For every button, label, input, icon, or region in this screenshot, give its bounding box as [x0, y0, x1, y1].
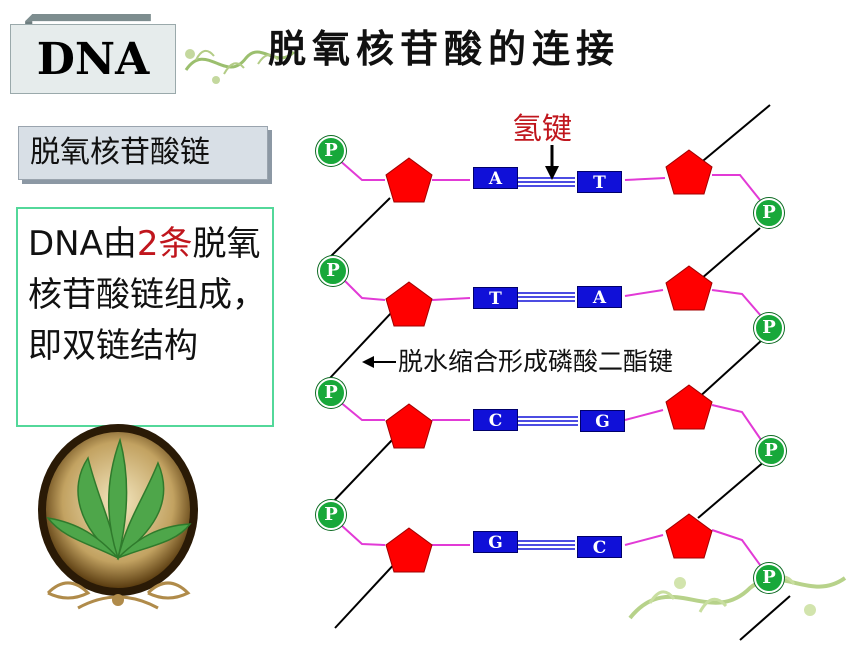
phosphate-circle: P: [754, 563, 784, 593]
sugar-pentagon-icon: [385, 281, 433, 327]
left-backbone-line: [324, 197, 391, 263]
phosphate-circle: P: [756, 436, 786, 466]
base-left: T: [473, 287, 518, 309]
description-highlight: 2条: [136, 224, 193, 264]
phosphodiester-arrow-icon: [362, 356, 396, 368]
backbone-lines: [324, 104, 791, 641]
phosphate-circle: P: [754, 313, 784, 343]
phosphate-circle: P: [316, 136, 346, 166]
left-backbone-line: [334, 559, 399, 629]
phosphate-circle: P: [316, 378, 346, 408]
base-right: C: [577, 536, 622, 558]
sugar-group: [385, 149, 713, 573]
sugar-pentagon-icon: [385, 403, 433, 449]
hydrogen-bonds: [518, 177, 578, 550]
right-backbone-line: [693, 227, 761, 286]
subtitle-face: [18, 126, 268, 180]
base-right: A: [577, 286, 622, 308]
left-backbone-line: [329, 311, 393, 379]
sugar-pentagon-icon: [665, 384, 713, 430]
base-left: G: [473, 531, 518, 553]
base-left: A: [473, 167, 518, 189]
page-title: 脱氧核苷酸的连接: [268, 26, 621, 71]
base-right: T: [577, 171, 622, 193]
description-box: DNA由2条脱氧核苷酸链组成，即双链结构: [16, 207, 274, 427]
sugar-pentagon-icon: [385, 527, 433, 573]
description-part1: DNA由: [28, 224, 137, 264]
right-backbone-line: [739, 595, 791, 641]
tag-bevel: [25, 14, 151, 24]
base-left: C: [473, 409, 518, 431]
sugar-pentagon-icon: [665, 149, 713, 195]
tag-label: DNA: [36, 33, 150, 85]
phosphate-circle: P: [754, 198, 784, 228]
magenta-bonds: [327, 151, 769, 577]
phosphodiester-bond-label: 脱水缩合形成磷酸二酯键: [398, 347, 674, 376]
phosphate-circle: P: [316, 500, 346, 530]
left-backbone-line: [329, 437, 395, 506]
description-text: DNA由2条脱氧核苷酸链组成，即双链结构: [28, 219, 268, 372]
right-backbone-line: [695, 339, 763, 401]
hydrogen-bond-label: 氢键: [512, 112, 572, 147]
hydrogen-bond-arrow-icon: [545, 145, 559, 180]
right-backbone-line: [697, 459, 767, 519]
subtitle-text: 脱氧核苷酸链: [30, 135, 210, 170]
sugar-pentagon-icon: [665, 513, 713, 559]
tag-face: [10, 24, 176, 94]
base-right: G: [580, 410, 625, 432]
sugar-pentagon-icon: [665, 265, 713, 311]
dna-tag: DNA: [0, 14, 176, 94]
phosphate-circle: P: [318, 256, 348, 286]
footer-ornament: [628, 575, 847, 620]
sugar-pentagon-icon: [385, 157, 433, 203]
header-ornament: [184, 49, 296, 84]
right-backbone-line: [691, 104, 771, 171]
subtitle-box: 脱氧核苷酸链: [18, 122, 274, 182]
description-part2: 脱氧核苷酸链组成，即双链结构: [28, 224, 266, 366]
plant-image: [38, 424, 198, 610]
